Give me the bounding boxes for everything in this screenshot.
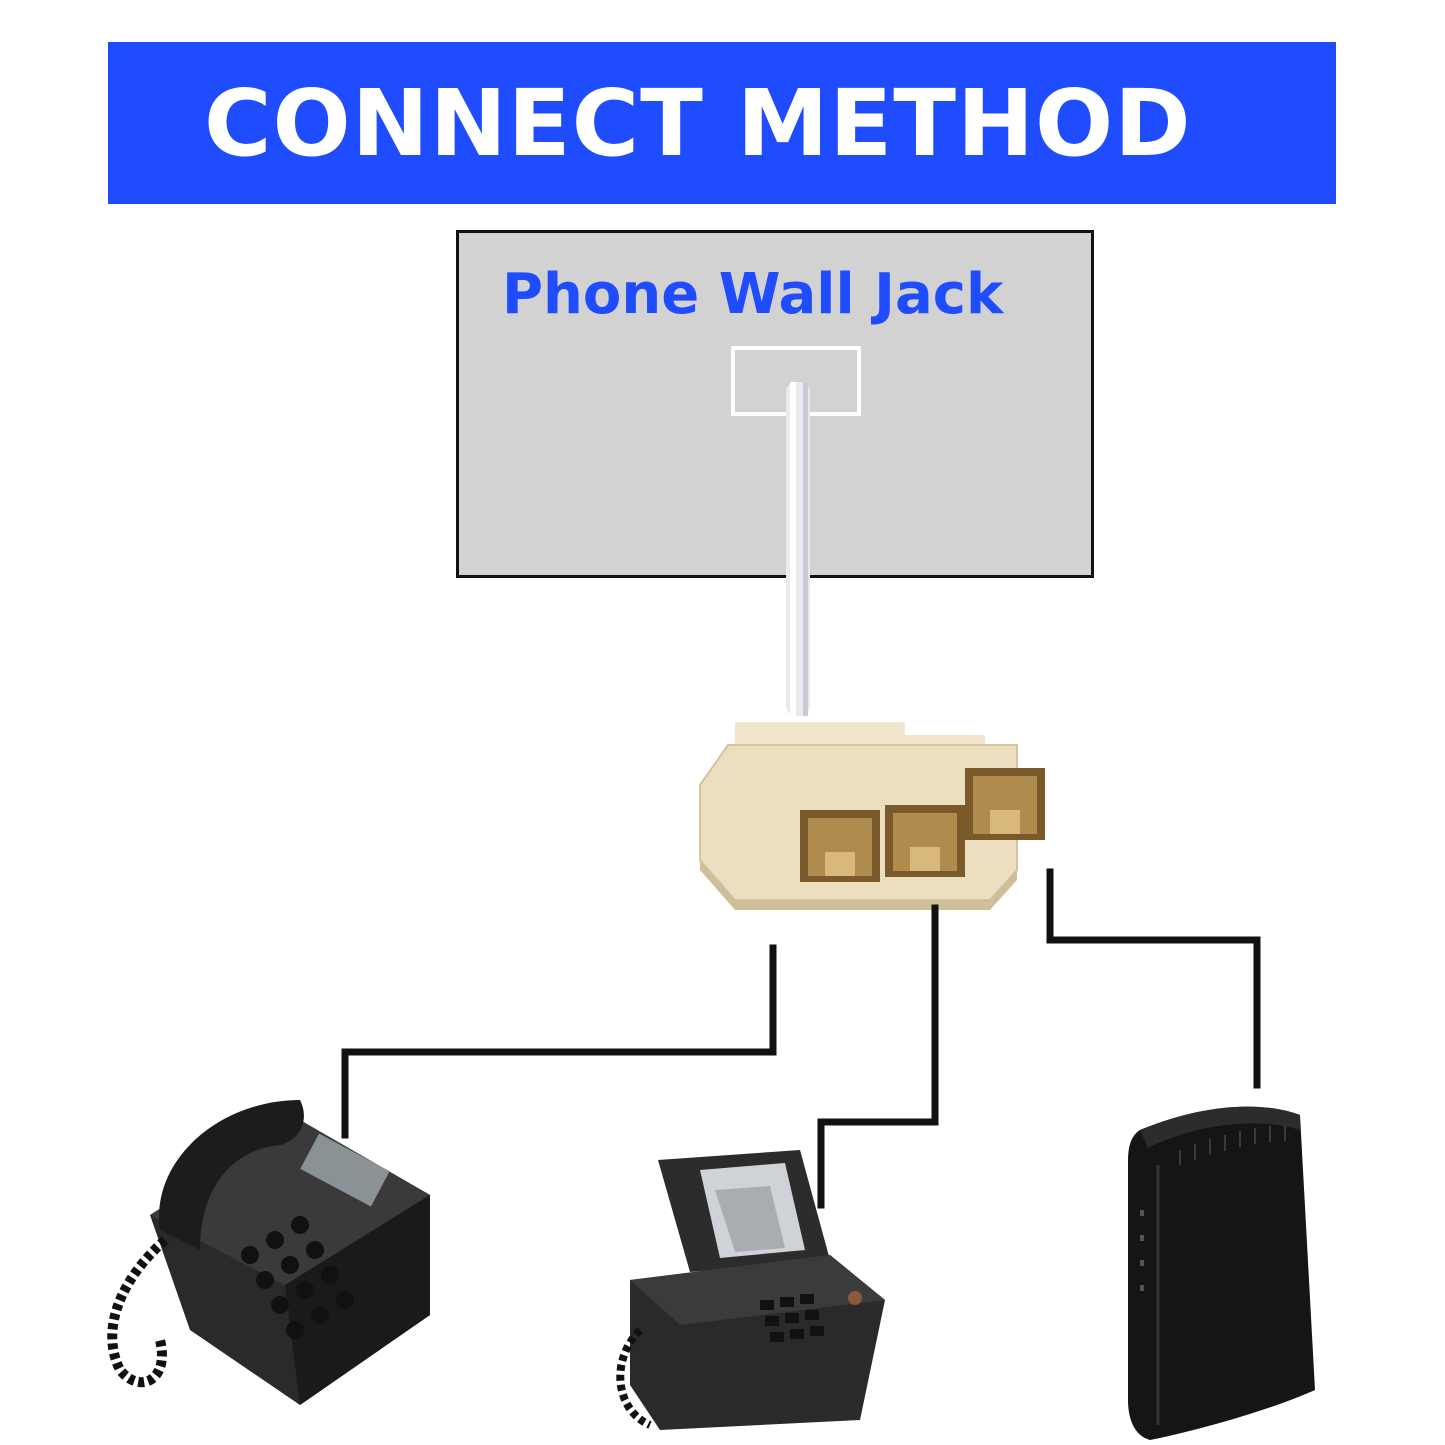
modem-icon — [1128, 1107, 1315, 1440]
rj11-splitter-icon — [700, 722, 1045, 910]
splitter-port — [800, 810, 880, 882]
wire-to-modem — [1050, 872, 1257, 1085]
splitter-port — [965, 768, 1045, 840]
wire-to-fax — [821, 908, 935, 1205]
wall-cable — [786, 382, 810, 716]
wire-to-telephone — [345, 948, 773, 1135]
fax-machine-icon — [620, 1150, 885, 1430]
telephone-icon — [112, 1100, 430, 1405]
splitter-port — [885, 805, 965, 877]
